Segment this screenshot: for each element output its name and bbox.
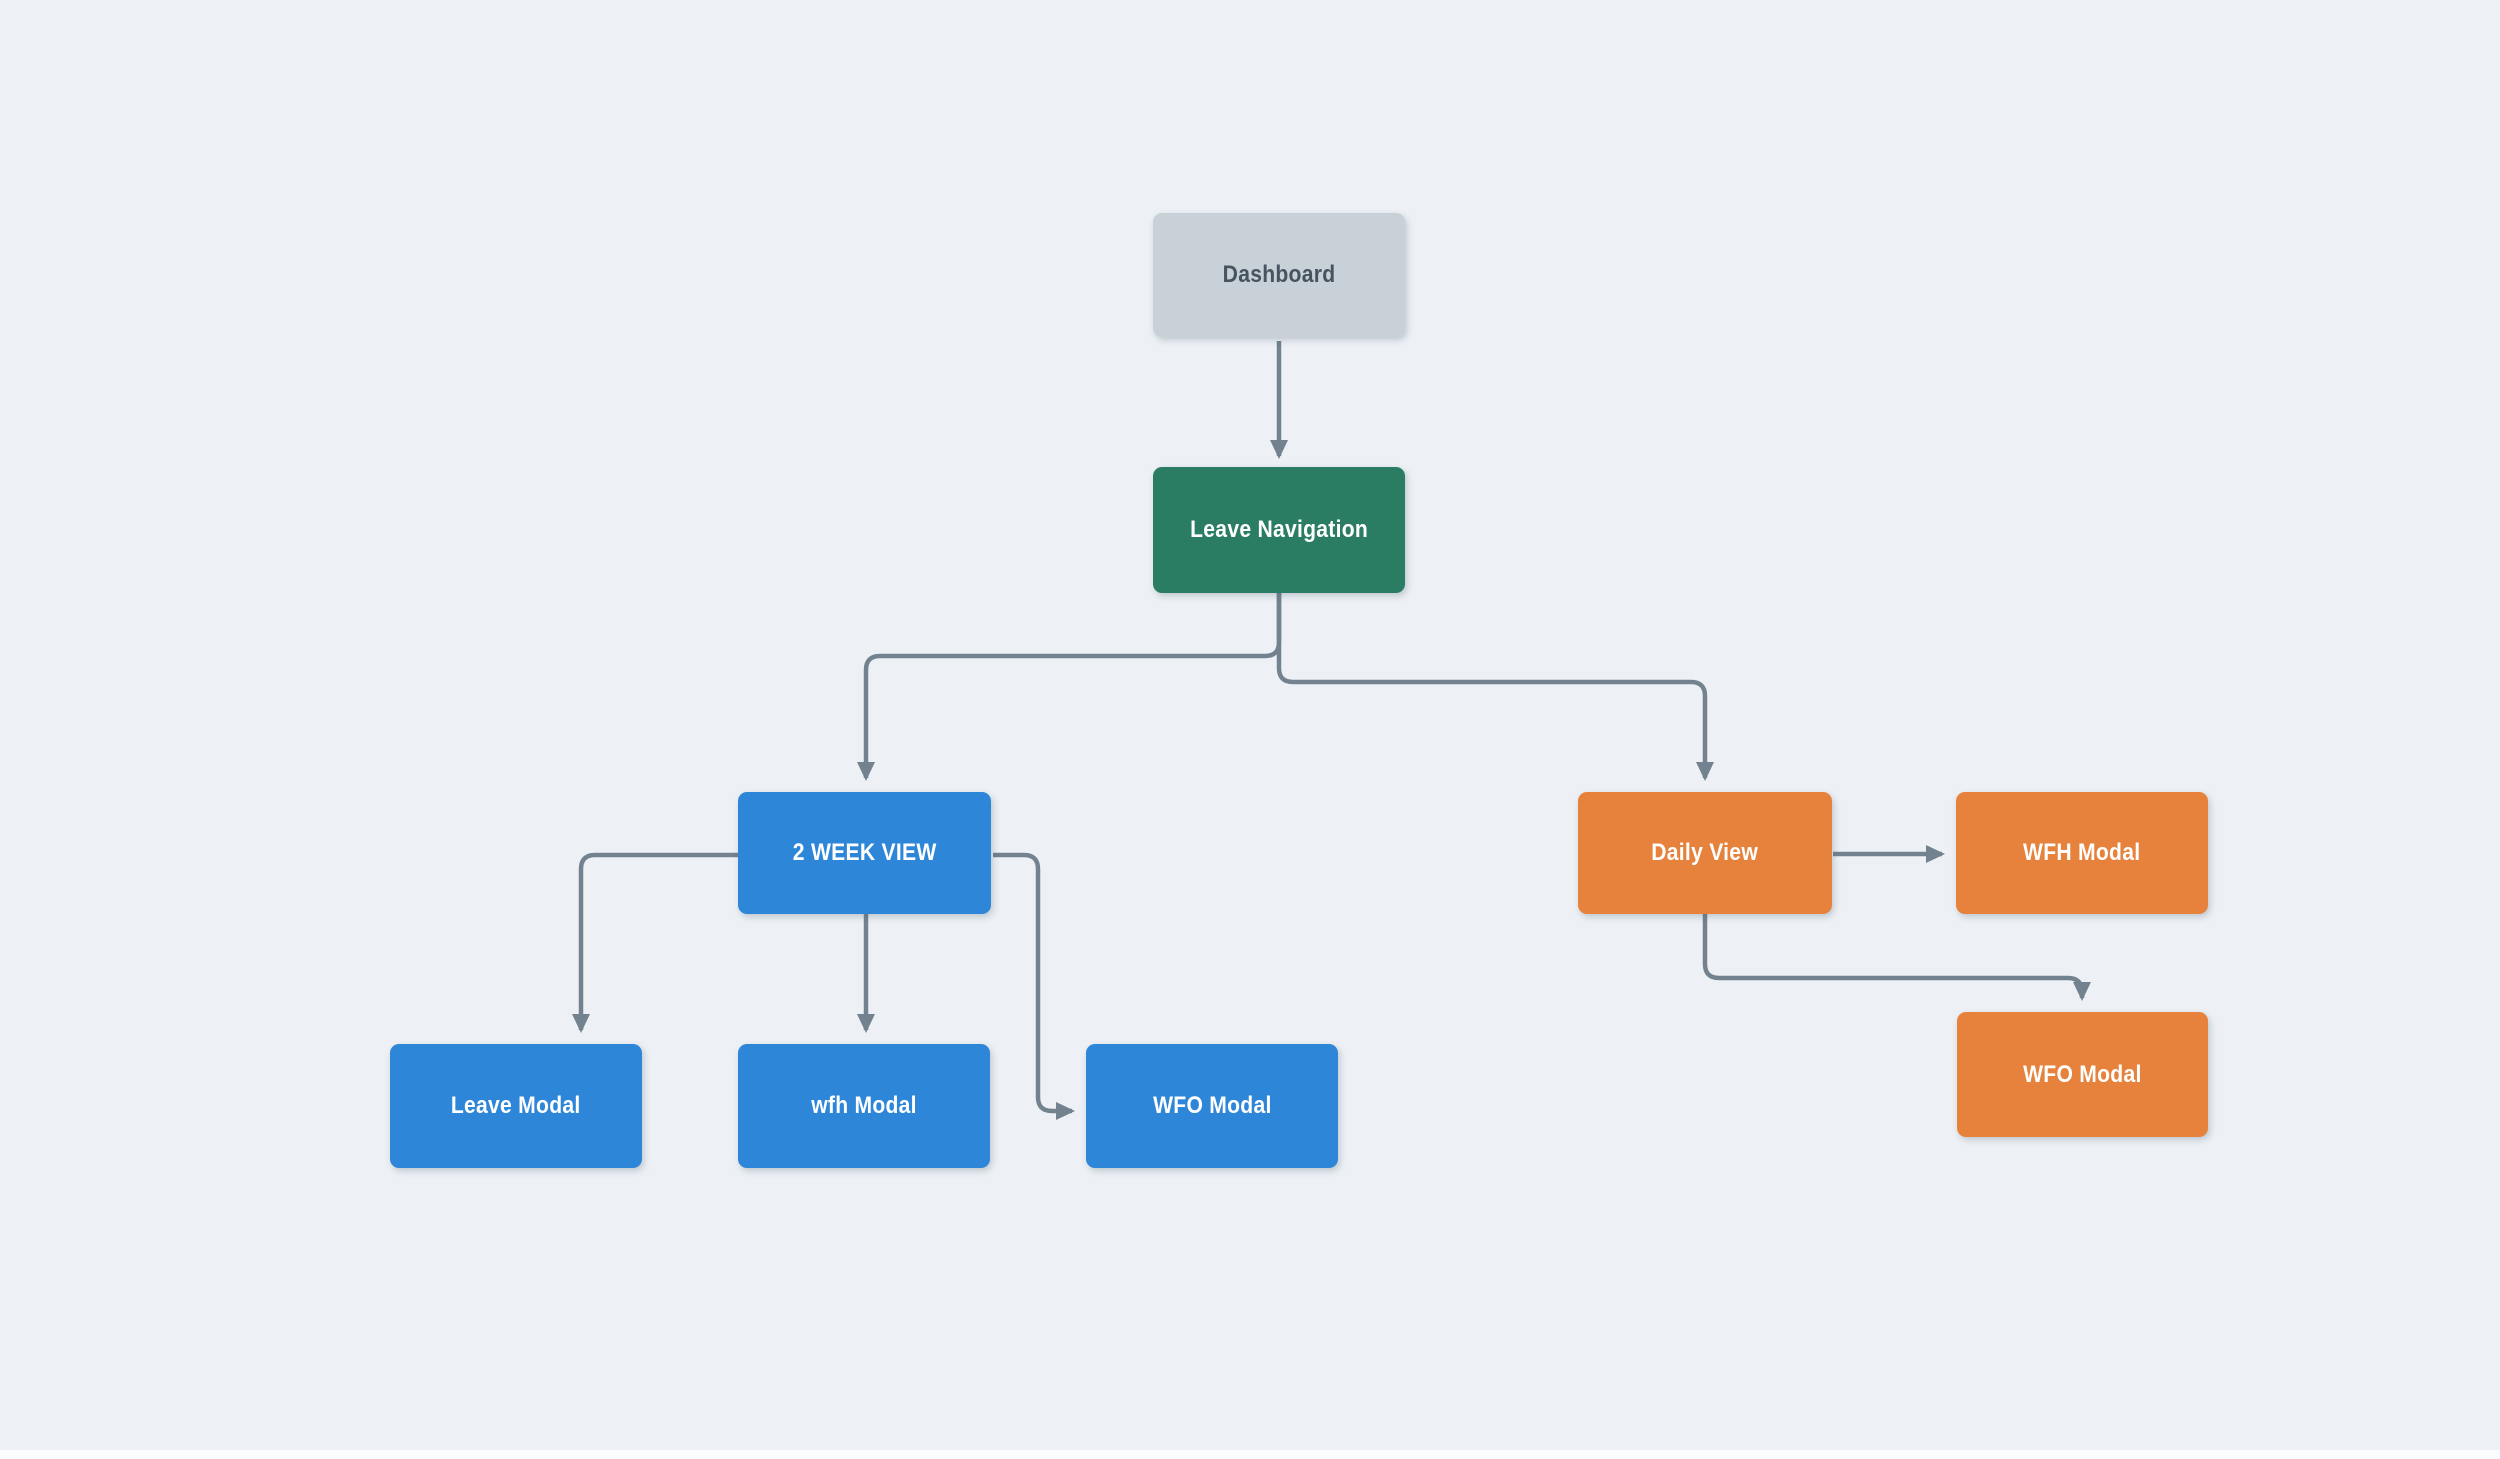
node-leave-navigation: Leave Navigation (1153, 467, 1405, 593)
edge-two-week-view-to-leave-modal (572, 852, 738, 1033)
node-wfh-modal-blue-label: wfh Modal (811, 1092, 917, 1119)
node-dashboard-label: Dashboard (1222, 261, 1336, 288)
edge-leave-navigation-to-daily-view (1276, 593, 1714, 781)
node-wfh-modal-orange: WFH Modal (1956, 792, 2208, 914)
node-wfo-modal-blue: WFO Modal (1086, 1044, 1338, 1168)
edge-daily-view-to-wfo-modal (1702, 914, 2091, 1001)
node-dashboard: Dashboard (1153, 213, 1405, 337)
node-wfo-modal-orange-label: WFO Modal (2023, 1060, 2142, 1088)
node-wfo-modal-blue-label: WFO Modal (1152, 1092, 1272, 1119)
node-two-week-view-label: 2 WEEK VIEW (792, 839, 937, 866)
edge-leave-navigation-to-two-week-view (857, 593, 1282, 781)
node-daily-view: Daily View (1578, 792, 1832, 914)
node-leave-navigation-label: Leave Navigation (1190, 516, 1368, 543)
node-wfh-modal-blue: wfh Modal (738, 1044, 990, 1168)
node-leave-modal-label: Leave Modal (451, 1092, 581, 1119)
page-edge-strip (0, 1450, 2500, 1459)
edge-two-week-view-to-wfo-modal (993, 852, 1075, 1120)
node-wfh-modal-orange-label: WFH Modal (2023, 839, 2141, 866)
node-wfo-modal-orange: WFO Modal (1957, 1012, 2208, 1137)
node-leave-modal: Leave Modal (390, 1044, 642, 1168)
node-two-week-view: 2 WEEK VIEW (738, 792, 991, 914)
node-daily-view-label: Daily View (1651, 839, 1759, 866)
